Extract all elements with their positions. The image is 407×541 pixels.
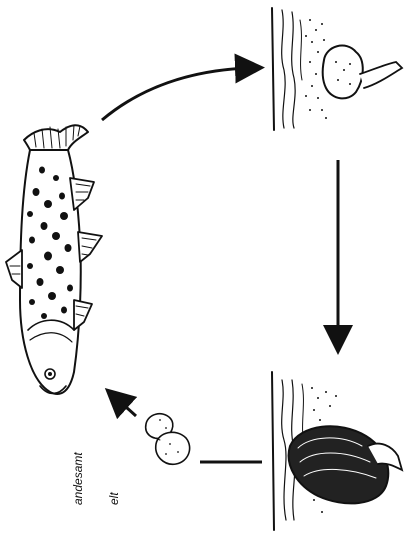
image-credit: andesamt elt bbox=[48, 395, 132, 505]
released-glochidia-illustration bbox=[146, 414, 190, 465]
credit-line-2: elt bbox=[108, 395, 120, 505]
trout-fish-illustration bbox=[6, 125, 102, 394]
adult-mussel-illustration bbox=[272, 372, 402, 530]
credit-line-1: andesamt bbox=[72, 395, 84, 505]
glochidia-on-gill-illustration bbox=[272, 8, 402, 130]
arrow-fish-to-gill bbox=[102, 68, 250, 120]
